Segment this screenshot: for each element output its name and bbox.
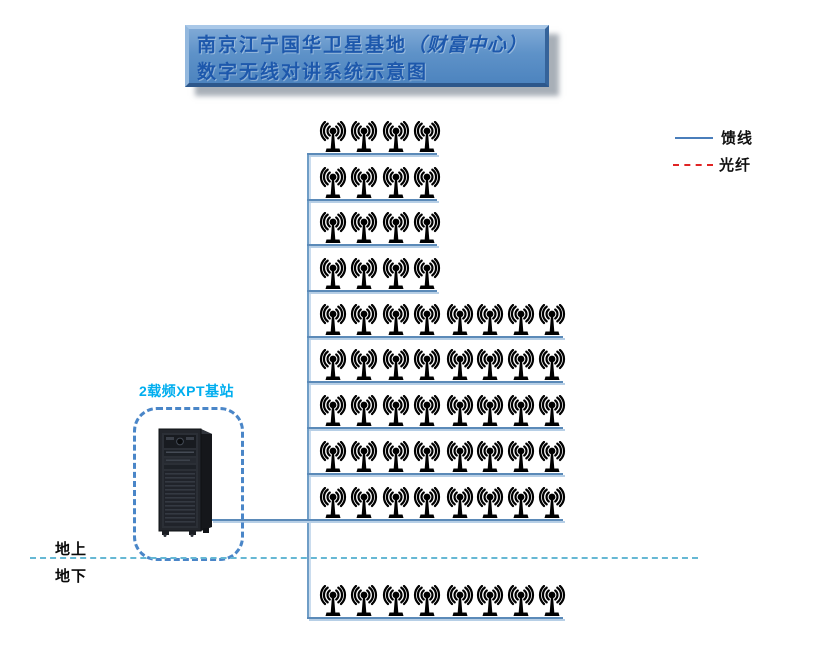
title-line1-paren: （财富中心） <box>407 34 528 56</box>
wireless-antenna-icon <box>379 304 413 337</box>
wireless-antenna-icon <box>347 212 381 245</box>
wireless-antenna-icon <box>316 487 350 520</box>
server-rack-image <box>155 426 215 537</box>
wireless-antenna-icon <box>443 304 477 337</box>
wireless-antenna-icon <box>443 585 477 618</box>
wireless-antenna-icon <box>379 441 413 474</box>
wireless-antenna-icon <box>379 212 413 245</box>
feeder-line-row-4 <box>307 290 437 292</box>
wireless-antenna-icon <box>473 585 507 618</box>
wireless-antenna-icon <box>316 441 350 474</box>
wireless-antenna-icon <box>410 121 444 154</box>
wireless-antenna-icon <box>504 304 538 337</box>
wireless-antenna-icon <box>473 487 507 520</box>
base-station-label: 2载频XPT基站 <box>139 383 235 399</box>
wireless-antenna-icon <box>410 212 444 245</box>
wireless-antenna-icon <box>443 487 477 520</box>
wireless-antenna-icon <box>347 304 381 337</box>
wireless-antenna-icon <box>410 304 444 337</box>
wireless-antenna-icon <box>347 487 381 520</box>
ground-divider-line <box>30 557 698 559</box>
feeder-line-row-6 <box>307 381 563 383</box>
wireless-antenna-icon <box>379 121 413 154</box>
wireless-antenna-icon <box>347 395 381 428</box>
wireless-antenna-icon <box>347 349 381 382</box>
title-line1-main: 南京江宁国华卫星基地 <box>197 35 408 56</box>
wireless-antenna-icon <box>316 258 350 291</box>
wireless-antenna-icon <box>410 487 444 520</box>
wireless-antenna-icon <box>535 487 569 520</box>
wireless-antenna-icon <box>443 441 477 474</box>
wireless-antenna-icon <box>379 487 413 520</box>
wireless-antenna-icon <box>410 441 444 474</box>
fiber-line-sample-icon <box>673 163 713 166</box>
below-ground-label: 地下 <box>55 568 88 585</box>
feeder-line-row-2 <box>307 199 437 201</box>
feeder-line-row-7 <box>307 427 563 429</box>
wireless-antenna-icon <box>347 585 381 618</box>
feeder-line-row-5 <box>307 336 563 338</box>
wireless-antenna-icon <box>535 441 569 474</box>
base-station-enclosure <box>133 407 244 561</box>
wireless-antenna-icon <box>347 167 381 200</box>
wireless-antenna-icon <box>504 487 538 520</box>
legend-fiber-label: 光纤 <box>719 157 752 174</box>
wireless-antenna-icon <box>410 258 444 291</box>
wireless-antenna-icon <box>535 585 569 618</box>
wireless-antenna-icon <box>410 167 444 200</box>
wireless-antenna-icon <box>504 395 538 428</box>
legend-feeder: 馈线 <box>675 127 753 148</box>
wireless-antenna-icon <box>504 441 538 474</box>
feeder-line-sample-icon <box>675 136 713 139</box>
wireless-antenna-icon <box>316 212 350 245</box>
wireless-antenna-icon <box>535 349 569 382</box>
above-ground-label: 地上 <box>55 541 88 558</box>
wireless-antenna-icon <box>535 395 569 428</box>
wireless-antenna-icon <box>316 167 350 200</box>
wireless-antenna-icon <box>504 349 538 382</box>
wireless-antenna-icon <box>473 304 507 337</box>
wireless-antenna-icon <box>410 585 444 618</box>
wireless-antenna-icon <box>379 395 413 428</box>
wireless-antenna-icon <box>347 121 381 154</box>
title-box: 南京江宁国华卫星基地（财富中心） 数字无线对讲系统示意图 <box>185 25 549 87</box>
wireless-antenna-icon <box>316 121 350 154</box>
feeder-line-row-9 <box>211 519 563 521</box>
wireless-antenna-icon <box>473 395 507 428</box>
wireless-antenna-icon <box>316 395 350 428</box>
wireless-antenna-icon <box>410 395 444 428</box>
title-line2: 数字无线对讲系统示意图 <box>197 62 429 83</box>
legend-feeder-label: 馈线 <box>721 130 754 147</box>
feeder-line-row-10 <box>307 617 563 619</box>
feeder-line-row-3 <box>307 244 437 246</box>
wireless-antenna-icon <box>473 441 507 474</box>
title-line1: 南京江宁国华卫星基地（财富中心） <box>197 32 545 59</box>
wireless-antenna-icon <box>379 349 413 382</box>
wireless-antenna-icon <box>443 395 477 428</box>
wireless-antenna-icon <box>504 585 538 618</box>
feeder-line-row-1 <box>307 153 437 155</box>
wireless-antenna-icon <box>347 441 381 474</box>
wireless-antenna-icon <box>535 304 569 337</box>
wireless-antenna-icon <box>473 349 507 382</box>
trunk-feeder-line <box>307 153 309 618</box>
legend-fiber: 光纤 <box>673 154 751 175</box>
wireless-antenna-icon <box>316 304 350 337</box>
wireless-antenna-icon <box>316 585 350 618</box>
wireless-antenna-icon <box>379 585 413 618</box>
feeder-line-row-8 <box>307 473 563 475</box>
wireless-antenna-icon <box>443 349 477 382</box>
wireless-antenna-icon <box>347 258 381 291</box>
wireless-antenna-icon <box>410 349 444 382</box>
wireless-antenna-icon <box>316 349 350 382</box>
wireless-antenna-icon <box>379 167 413 200</box>
wireless-antenna-icon <box>379 258 413 291</box>
